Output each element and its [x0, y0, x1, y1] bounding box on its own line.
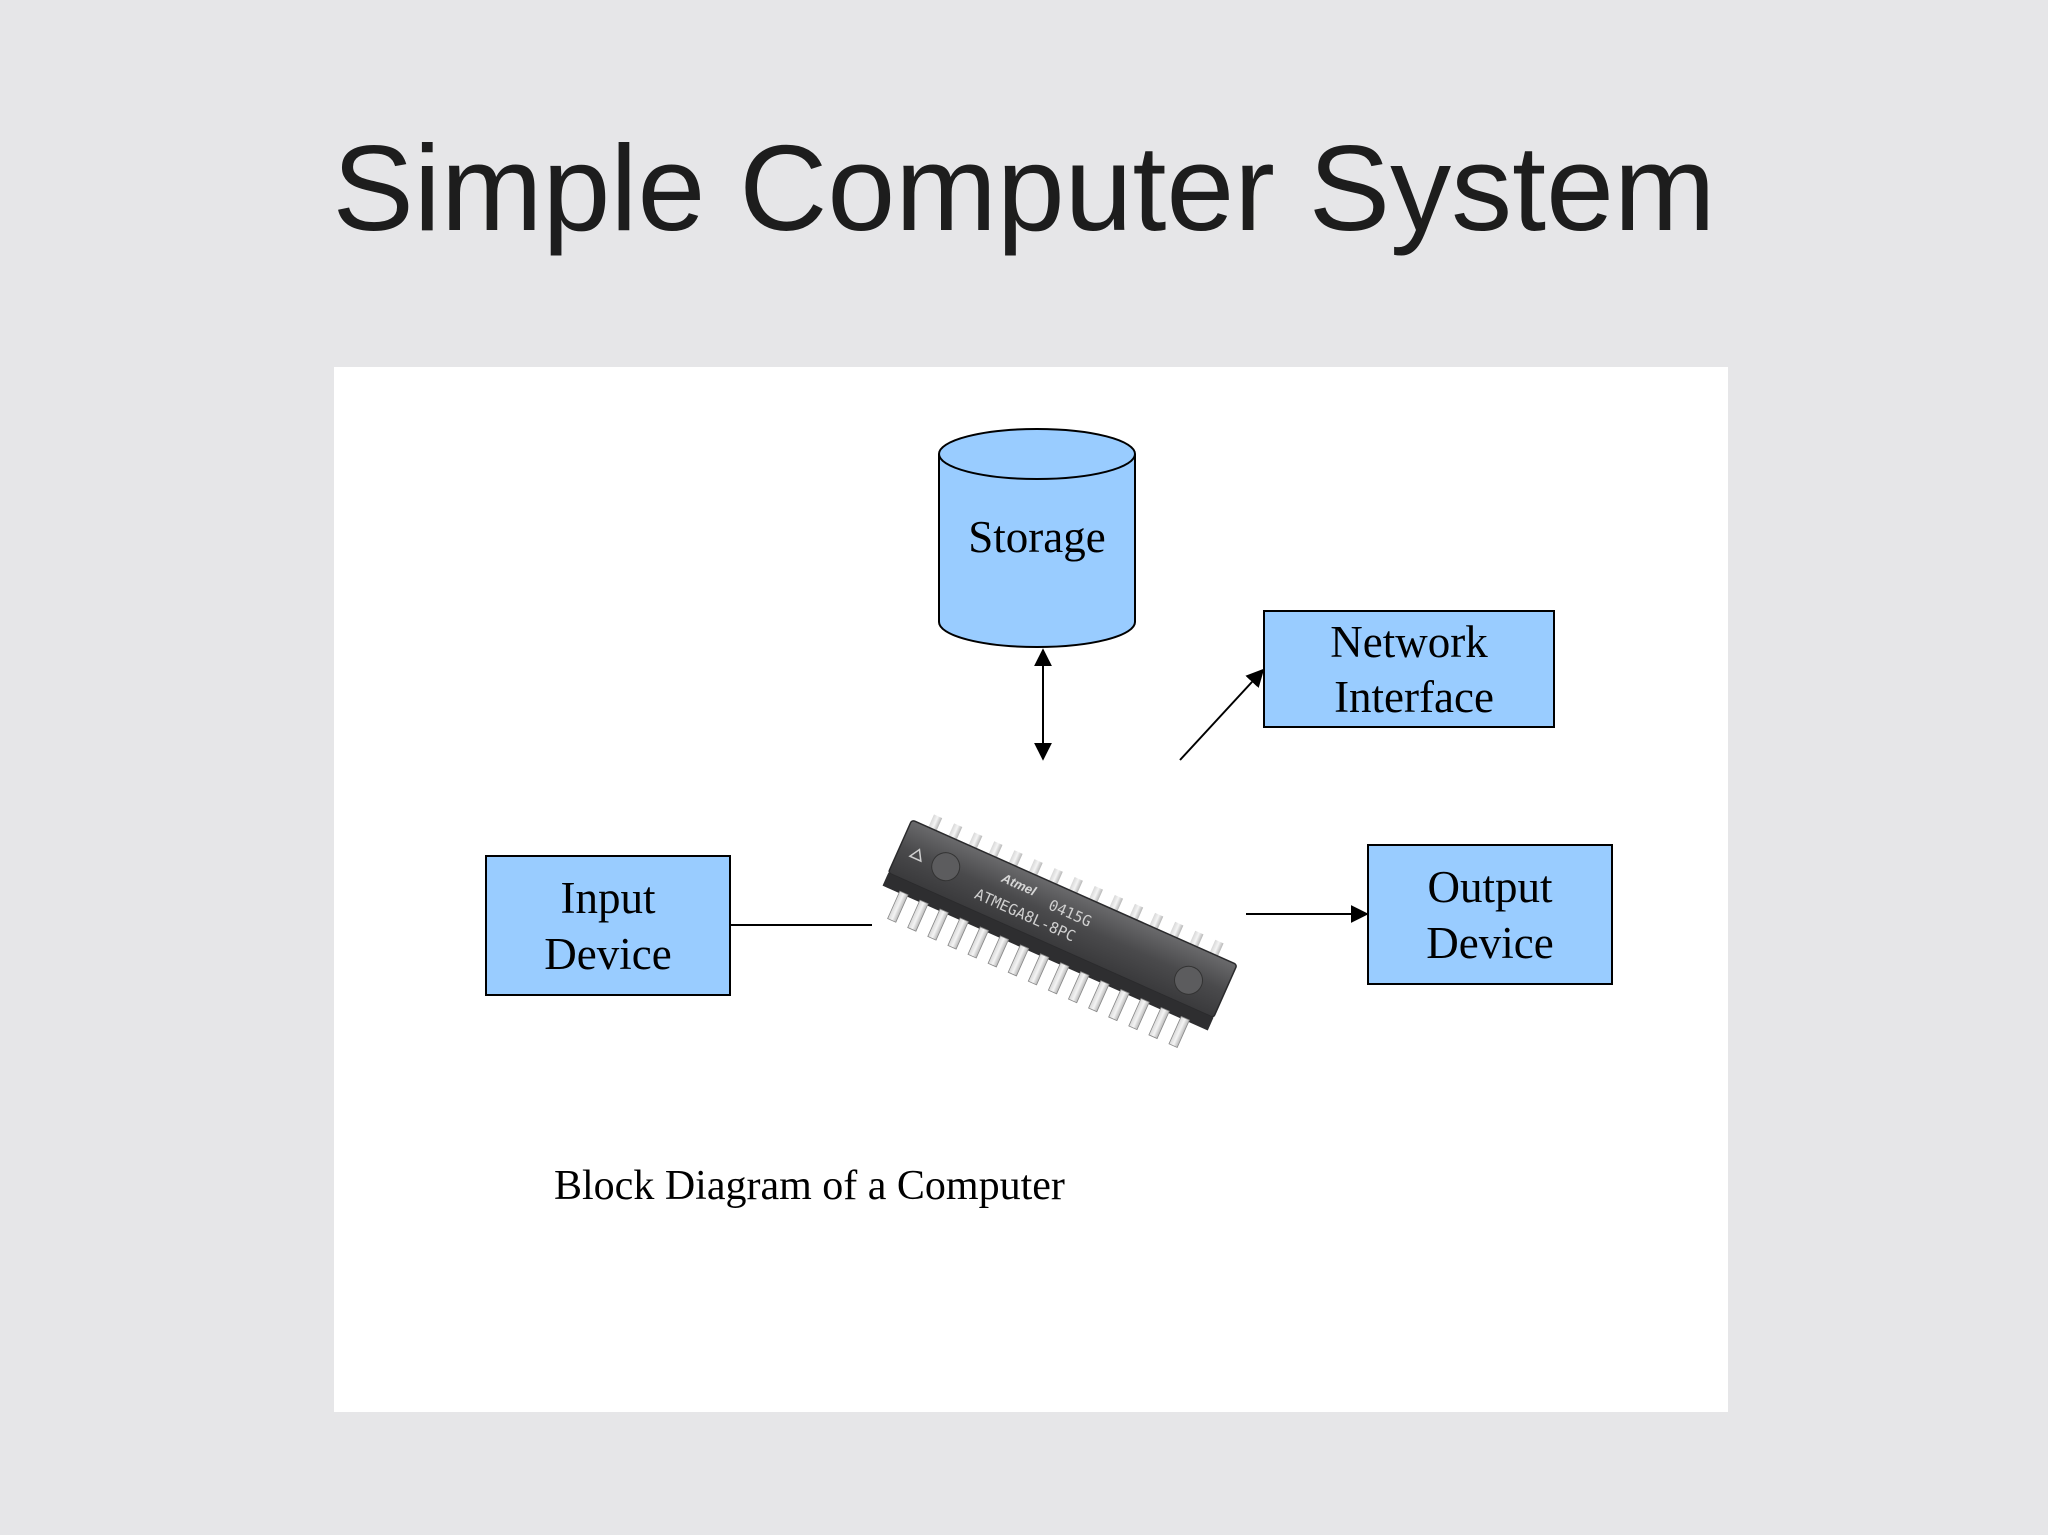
microcontroller-chip: Atmel 0415G ATMEGA8L-8PC — [882, 814, 1237, 1049]
triangle-marker-icon — [908, 848, 922, 863]
chip-dimple-right — [1174, 965, 1204, 995]
block-diagram: Storage Network Interface Input Device O… — [485, 428, 1613, 1209]
storage-label: Storage — [968, 512, 1105, 562]
input-label-line2: Device — [544, 929, 671, 979]
network-label-line2: Interface — [1334, 672, 1494, 722]
network-label-line1: Network — [1330, 617, 1488, 667]
cpu-network-arrow — [1179, 668, 1265, 761]
network-interface-box: Network Interface — [1263, 610, 1555, 728]
input-device-box: Input Device — [485, 855, 731, 996]
input-label-line1: Input — [561, 873, 656, 923]
chip-pins-bottom — [887, 890, 1190, 1049]
output-device-box: Output Device — [1367, 844, 1613, 985]
chip-side — [882, 872, 1214, 1031]
output-label-line1: Output — [1427, 862, 1553, 912]
diagram-caption: Block Diagram of a Computer — [554, 1163, 1065, 1209]
chip-dimple-left — [931, 852, 961, 882]
storage-cylinder: Storage — [938, 428, 1136, 648]
slide-title: Simple Computer System — [332, 120, 1716, 256]
diagram-panel: Storage Network Interface Input Device O… — [334, 367, 1728, 1412]
output-label-line2: Device — [1426, 918, 1553, 968]
